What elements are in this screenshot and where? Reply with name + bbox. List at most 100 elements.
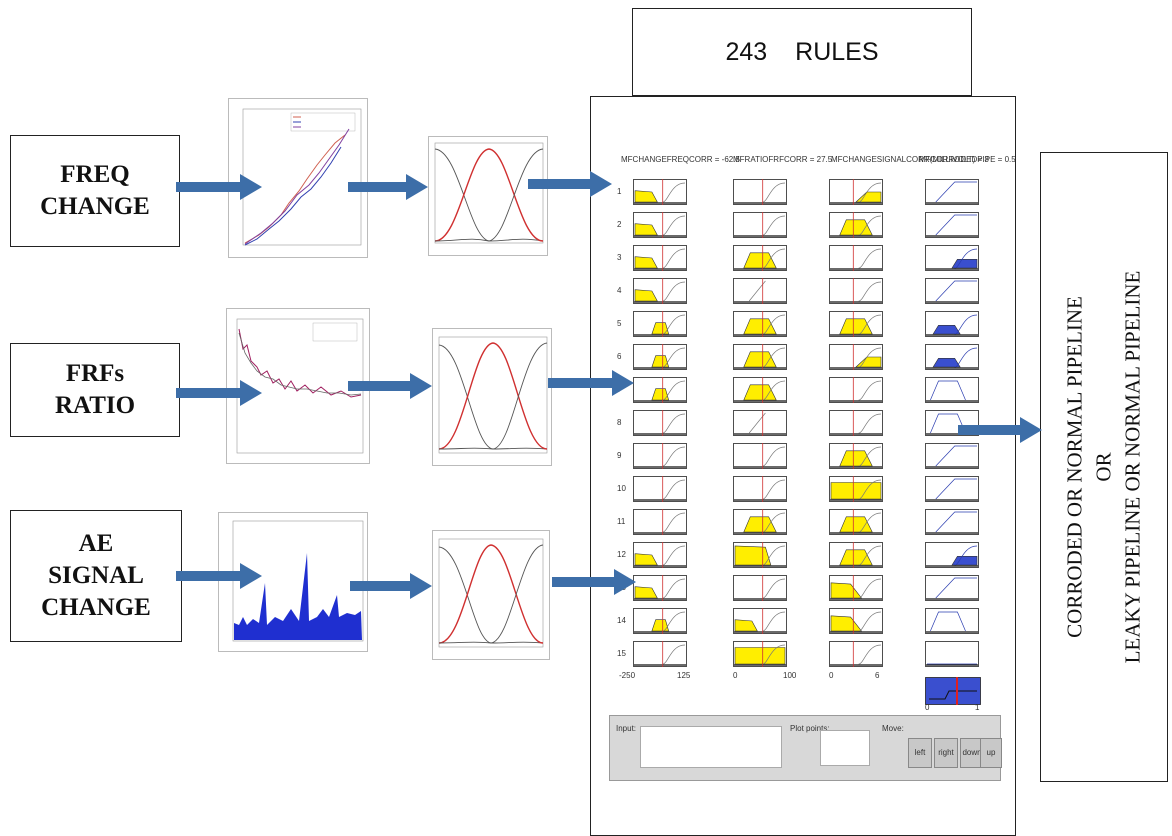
- flow-arrow: [350, 573, 432, 599]
- rule-cell: [633, 509, 687, 535]
- rule-number: 10: [617, 484, 626, 493]
- rule-cell: [633, 542, 687, 568]
- freq-change-plot-thumbnail: [228, 98, 368, 258]
- rule-number: 15: [617, 649, 626, 658]
- rule-cell: [829, 641, 883, 667]
- rule-cell: [925, 542, 979, 568]
- axis-label: 0: [733, 671, 738, 680]
- rule-cell: [733, 311, 787, 337]
- frfs-membership-function-thumbnail: [432, 328, 552, 466]
- input-field-label: Input:: [616, 724, 637, 733]
- rule-cell: [633, 443, 687, 469]
- move-left-button[interactable]: left: [908, 738, 932, 768]
- rule-cell: [633, 410, 687, 436]
- rule-cell: [829, 542, 883, 568]
- rule-cell: [925, 476, 979, 502]
- rule-cell: [733, 542, 787, 568]
- rule-number: 3: [617, 253, 622, 262]
- input-label-line2: CHANGE: [40, 193, 150, 220]
- flow-arrow: [958, 417, 1042, 443]
- rule-cell: [733, 443, 787, 469]
- rule-cell: [633, 344, 687, 370]
- flow-arrow: [528, 171, 612, 197]
- flow-arrow: [176, 380, 262, 406]
- rule-number: 8: [617, 418, 622, 427]
- rule-cell: [829, 377, 883, 403]
- rule-cell: [633, 278, 687, 304]
- rule-cell: [633, 179, 687, 205]
- rule-cell: [829, 245, 883, 271]
- rule-cell: [733, 278, 787, 304]
- rule-viewer-controls: Input: Plot points: Move: left right dow…: [609, 715, 1002, 781]
- freq-membership-function-thumbnail: [428, 136, 548, 256]
- rule-cell: [925, 443, 979, 469]
- rule-cell: [829, 476, 883, 502]
- input-label-line3: CHANGE: [41, 594, 151, 621]
- plot-points-field[interactable]: [820, 730, 870, 766]
- rule-cell: [829, 410, 883, 436]
- rule-cell: [829, 608, 883, 634]
- rule-cell: [633, 575, 687, 601]
- plot-points-label: Plot points:: [790, 724, 830, 733]
- move-label: Move:: [882, 724, 904, 733]
- move-up-button[interactable]: up: [980, 738, 1002, 768]
- aggregated-output-cell: [925, 677, 981, 705]
- flow-arrow: [348, 373, 432, 399]
- rule-cell: [925, 245, 979, 271]
- axis-label: 0: [925, 703, 930, 712]
- rule-number: 6: [617, 352, 622, 361]
- rule-number: 2: [617, 220, 622, 229]
- rules-count: 243: [725, 37, 768, 66]
- axis-label: 125: [677, 671, 691, 680]
- rules-count-box: 243 RULES: [632, 8, 972, 96]
- rule-cell: [925, 509, 979, 535]
- rule-number: 12: [617, 550, 626, 559]
- flow-arrow: [548, 370, 634, 396]
- rule-cell: [925, 311, 979, 337]
- input-box-freq-change: FREQ CHANGE: [10, 135, 180, 247]
- rule-cell: [925, 410, 979, 436]
- rule-cell: [829, 575, 883, 601]
- rule-cell: [633, 608, 687, 634]
- rule-viewer-header-1: MFCHANGEFREQCORR = -62.5: [621, 155, 740, 164]
- rule-cell: [733, 377, 787, 403]
- rule-cell: [733, 410, 787, 436]
- rule-cell: [829, 509, 883, 535]
- axis-label: 0: [829, 671, 834, 680]
- rule-cell: [733, 344, 787, 370]
- rule-number: 4: [617, 286, 622, 295]
- rule-number: 1: [617, 187, 622, 196]
- rule-cell: [633, 245, 687, 271]
- rule-cell: [733, 575, 787, 601]
- rule-number: 9: [617, 451, 622, 460]
- output-box: CORRODED OR NORMAL PIPELINE OR LEAKY PIP…: [1040, 152, 1168, 782]
- rule-viewer-panel: MFCHANGEFREQCORR = -62.5 MFRATIOFRFCORR …: [590, 96, 1016, 836]
- ae-membership-function-thumbnail: [432, 530, 550, 660]
- input-label-line2: SIGNAL: [48, 562, 144, 589]
- rule-cell: [829, 344, 883, 370]
- rule-number: 11: [617, 517, 626, 526]
- input-label-line1: AE: [78, 530, 114, 557]
- rule-cell: [633, 377, 687, 403]
- rule-cell: [829, 212, 883, 238]
- rule-cell: [733, 179, 787, 205]
- rule-cell: [925, 377, 979, 403]
- rule-viewer-header-3: MFCHANGESIGNALCORR(MILLIVOLT) = 3: [831, 155, 989, 164]
- input-field[interactable]: [640, 726, 782, 768]
- rule-cell: [633, 641, 687, 667]
- rule-cell: [733, 641, 787, 667]
- input-label-line2: RATIO: [54, 392, 136, 419]
- move-right-button[interactable]: right: [934, 738, 958, 768]
- flow-arrow: [552, 569, 636, 595]
- rule-cell: [925, 344, 979, 370]
- rule-number: 14: [617, 616, 626, 625]
- input-label-line1: FREQ: [60, 161, 130, 188]
- flow-arrow: [348, 174, 428, 200]
- rule-cell: [925, 179, 979, 205]
- rule-cell: [925, 212, 979, 238]
- rule-cell: [829, 443, 883, 469]
- rule-cell: [925, 278, 979, 304]
- input-label-line1: FRFs: [65, 360, 125, 387]
- flow-arrow: [176, 563, 262, 589]
